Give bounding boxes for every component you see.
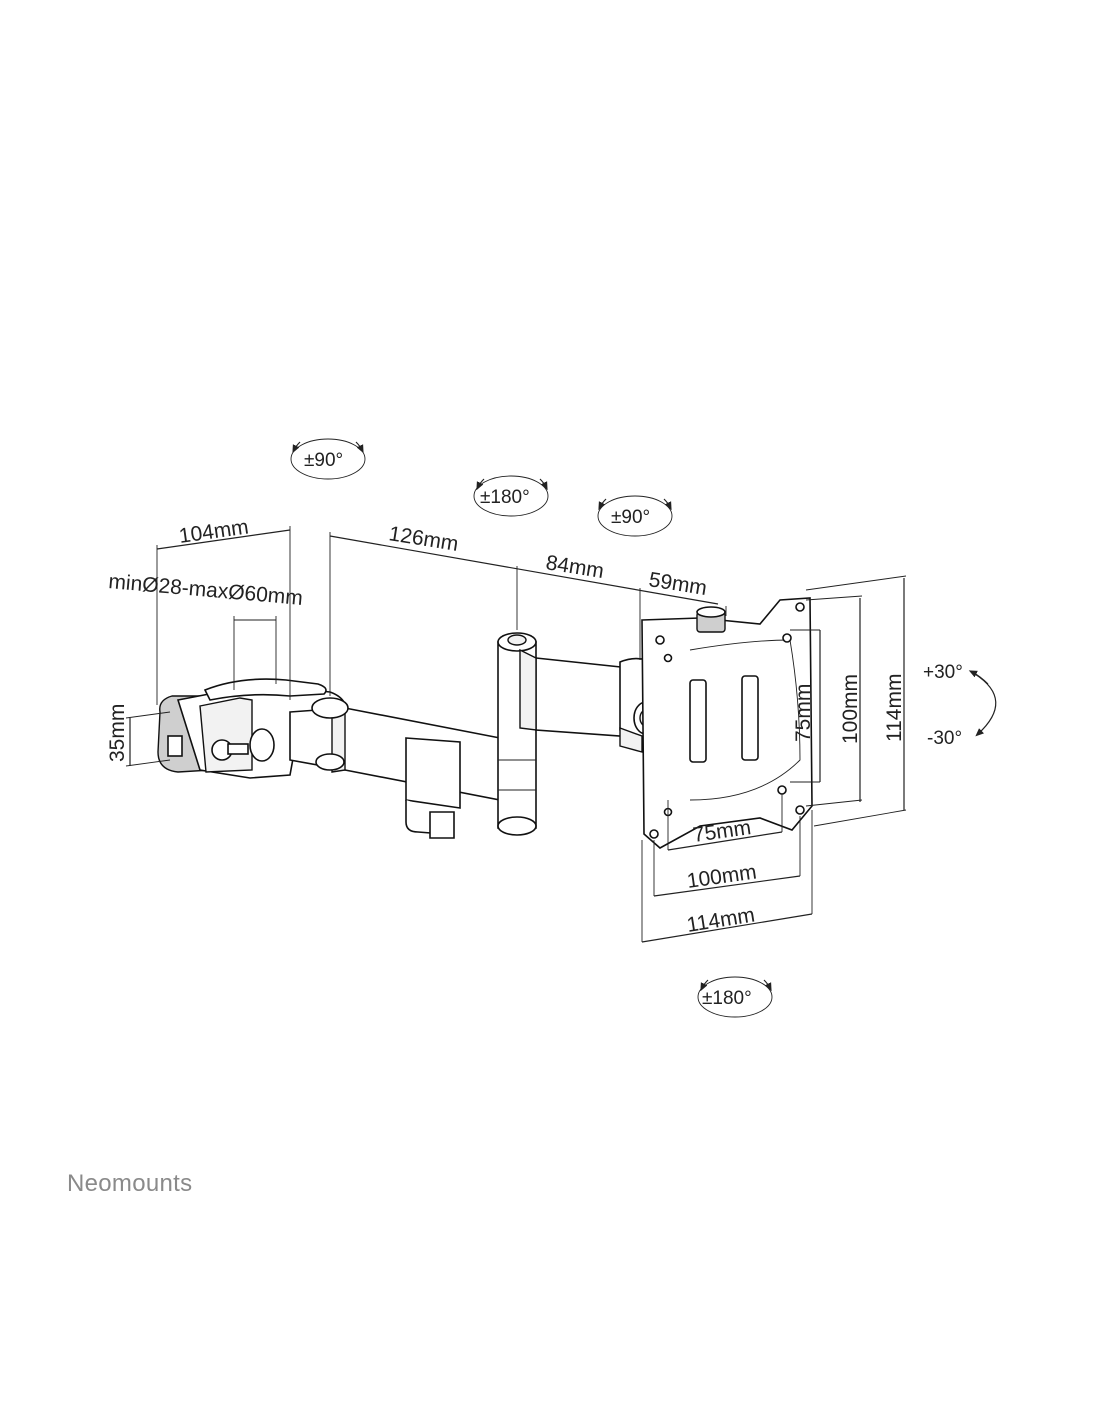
- brand-logo: Neomounts: [67, 1170, 193, 1197]
- first-arm: [289, 697, 501, 839]
- label-plate-width: 114mm: [685, 904, 756, 937]
- vesa-plate: [641, 597, 813, 849]
- label-clamp-swivel: ±90°: [304, 450, 343, 471]
- label-tilt-up: +30°: [923, 662, 963, 683]
- label-arm2-length: 84mm: [544, 551, 605, 583]
- label-clamp-width: 104mm: [177, 515, 250, 548]
- label-head-depth: 59mm: [647, 568, 708, 600]
- rotation-symbols: [290, 438, 997, 1018]
- label-clamp-range: minØ28-maxØ60mm: [108, 570, 304, 610]
- label-rotation: ±180°: [702, 988, 752, 1009]
- label-head-swivel: ±90°: [611, 507, 650, 528]
- label-vesa-v-100: 100mm: [839, 674, 862, 744]
- desk-clamp: [157, 678, 347, 779]
- label-arm-swivel: ±180°: [480, 487, 530, 508]
- label-vesa-v-75: 75mm: [792, 684, 815, 742]
- label-arm1-length: 126mm: [387, 522, 460, 556]
- label-tilt-down: -30°: [927, 728, 962, 749]
- label-clamp-height: 35mm: [106, 704, 129, 762]
- label-plate-height: 114mm: [883, 674, 906, 742]
- dimension-lines: [125, 526, 907, 943]
- label-vesa-h-100: 100mm: [685, 860, 758, 893]
